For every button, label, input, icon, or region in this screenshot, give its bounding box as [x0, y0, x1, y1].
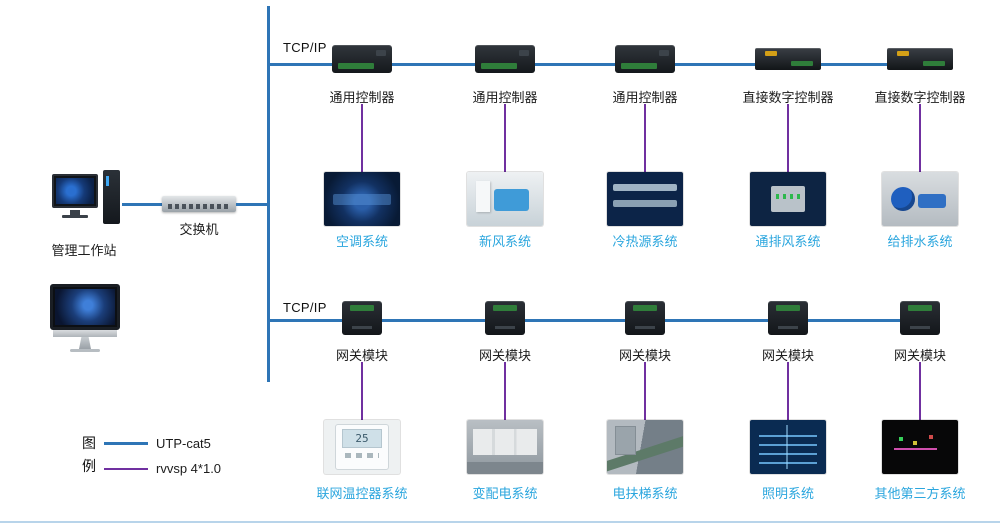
ddc-device-icon [887, 48, 953, 70]
system-label: 空调系统 [335, 234, 389, 249]
legend-utp-line-sample [104, 442, 148, 445]
ventilation-system-image [750, 172, 826, 226]
escalator-system-image [607, 420, 683, 474]
system-label: 通排风系统 [755, 234, 821, 249]
thermostat-buttons [345, 453, 379, 459]
third-party-system-image [882, 420, 958, 474]
bottom-border [0, 521, 1000, 523]
tcpip-label-row1: TCP/IP [283, 40, 327, 55]
water-system-image [882, 172, 958, 226]
gateway-device-icon [485, 301, 525, 335]
legend-title-line2: 例 [82, 458, 96, 474]
gateway-device-icon [625, 301, 665, 335]
gateway-device-icon [900, 301, 940, 335]
drop-line [504, 362, 506, 420]
system-label: 其他第三方系统 [874, 486, 966, 501]
drop-line [361, 362, 363, 420]
workstation-label: 管理工作站 [51, 243, 117, 258]
workstation-switch-link [122, 203, 164, 206]
imac-stand [79, 337, 91, 349]
gateway-label: 网关模块 [618, 348, 672, 363]
power-distribution-system-image [467, 420, 543, 474]
drop-line [787, 362, 789, 420]
switch-trunk-link [236, 203, 268, 206]
controller-device-icon [615, 45, 675, 73]
system-label: 给排水系统 [887, 234, 953, 249]
imac-base [70, 349, 100, 352]
drop-line [919, 104, 921, 172]
system-label: 变配电系统 [472, 486, 538, 501]
thermostat-lcd: 25 [342, 428, 382, 449]
trunk-line [267, 6, 270, 382]
gateway-label: 网关模块 [893, 348, 947, 363]
controller-label: 直接数字控制器 [874, 90, 966, 105]
imac-monitor-icon [50, 284, 120, 354]
bus-line-row2 [268, 319, 930, 322]
drop-line [644, 104, 646, 172]
legend-rvvsp-label: rvvsp 4*1.0 [156, 461, 222, 476]
controller-label: 直接数字控制器 [742, 90, 834, 105]
lighting-system-image [750, 420, 826, 474]
system-label: 新风系统 [478, 234, 532, 249]
system-label: 电扶梯系统 [612, 486, 678, 501]
tcpip-label-row2: TCP/IP [283, 300, 327, 315]
fresh-air-system-image [467, 172, 543, 226]
controller-device-icon [475, 45, 535, 73]
network-switch-icon [162, 196, 236, 212]
gateway-device-icon [768, 301, 808, 335]
workstation-tower-icon [103, 170, 120, 224]
ddc-device-icon [755, 48, 821, 70]
system-label: 冷热源系统 [612, 234, 678, 249]
thermostat-system-image: 25 [324, 420, 400, 474]
workstation-monitor-stand [70, 210, 80, 215]
controller-label: 通用控制器 [472, 90, 538, 105]
legend-utp-label: UTP-cat5 [156, 436, 211, 451]
drop-line [361, 104, 363, 172]
system-label: 照明系统 [761, 486, 815, 501]
drop-line [644, 362, 646, 420]
system-label: 联网温控器系统 [316, 486, 408, 501]
chiller-system-image [607, 172, 683, 226]
gateway-label: 网关模块 [478, 348, 532, 363]
legend-title: 图 例 [80, 432, 98, 478]
controller-device-icon [332, 45, 392, 73]
imac-chin [53, 330, 117, 337]
drop-line [787, 104, 789, 172]
legend-title-line1: 图 [82, 435, 96, 451]
controller-label: 通用控制器 [612, 90, 678, 105]
bus-line-row1 [268, 63, 930, 66]
gateway-label: 网关模块 [335, 348, 389, 363]
imac-screen [50, 284, 120, 330]
management-workstation-icon [52, 170, 122, 236]
gateway-label: 网关模块 [761, 348, 815, 363]
workstation-monitor-icon [52, 174, 98, 208]
gateway-device-icon [342, 301, 382, 335]
hvac-system-image [324, 172, 400, 226]
switch-label: 交换机 [179, 222, 219, 237]
legend-rvvsp-line-sample [104, 468, 148, 470]
drop-line [504, 104, 506, 172]
drop-line [919, 362, 921, 420]
workstation-monitor-base [62, 215, 88, 218]
controller-label: 通用控制器 [329, 90, 395, 105]
